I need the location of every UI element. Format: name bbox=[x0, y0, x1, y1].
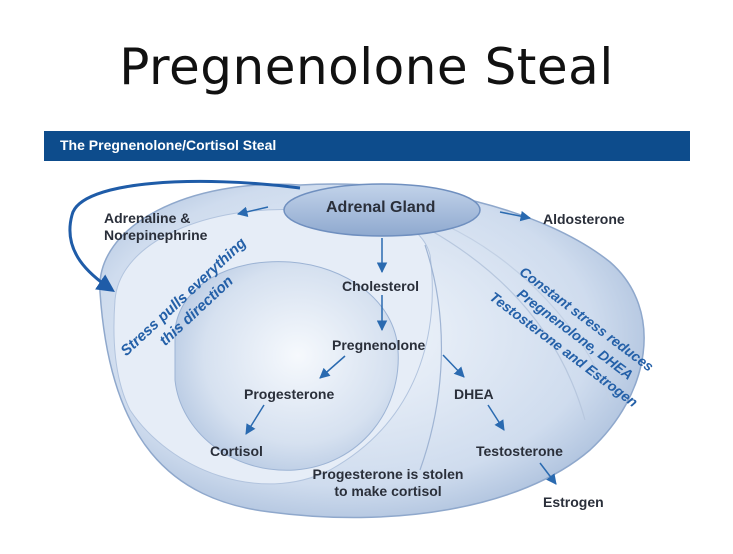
gland-medulla bbox=[174, 261, 399, 471]
pregnenolone-label: Pregnenolone bbox=[332, 337, 426, 353]
steal-line-2: to make cortisol bbox=[334, 483, 442, 499]
estrogen-label: Estrogen bbox=[543, 494, 604, 510]
steal-annotation: Progesterone is stolen to make cortisol bbox=[308, 466, 468, 500]
cholesterol-label: Cholesterol bbox=[342, 278, 420, 294]
testosterone-label: Testosterone bbox=[476, 443, 563, 459]
banner-title: The Pregnenolone/Cortisol Steal bbox=[60, 137, 277, 153]
arrow-gland-to-aldosterone bbox=[499, 210, 532, 222]
cortisol-label: Cortisol bbox=[210, 443, 263, 459]
dhea-label: DHEA bbox=[454, 386, 494, 402]
progesterone-label: Progesterone bbox=[244, 386, 335, 402]
diagram-banner: The Pregnenolone/Cortisol Steal bbox=[44, 131, 690, 161]
gland-fold-line bbox=[419, 244, 443, 471]
arrow-progesterone-to-cortisol bbox=[245, 404, 265, 435]
adrenal-gland-label: Adrenal Gland bbox=[326, 199, 436, 216]
steal-line-1: Progesterone is stolen bbox=[312, 466, 464, 482]
gland-fold-line bbox=[429, 229, 586, 421]
arrow-gland-to-adrenaline bbox=[236, 206, 269, 217]
arrow-dhea-to-testosterone bbox=[487, 404, 505, 431]
adrenal-gland-oval bbox=[283, 183, 481, 237]
adrenaline-label: Adrenaline & Norepinephrine bbox=[104, 210, 207, 244]
norepinephrine-line: Norepinephrine bbox=[104, 227, 208, 243]
stress-pull-arrow bbox=[68, 179, 301, 293]
arrow-pregnenolone-to-dhea bbox=[442, 354, 465, 378]
adrenaline-line: Adrenaline & bbox=[104, 210, 191, 226]
arrow-testosterone-to-estrogen bbox=[539, 462, 557, 485]
slide-title: Pregnenolone Steal bbox=[119, 38, 614, 96]
gland-fold-line bbox=[444, 224, 611, 401]
arrow-pregnenolone-to-progesterone bbox=[319, 355, 346, 379]
aldosterone-label: Aldosterone bbox=[543, 211, 625, 227]
